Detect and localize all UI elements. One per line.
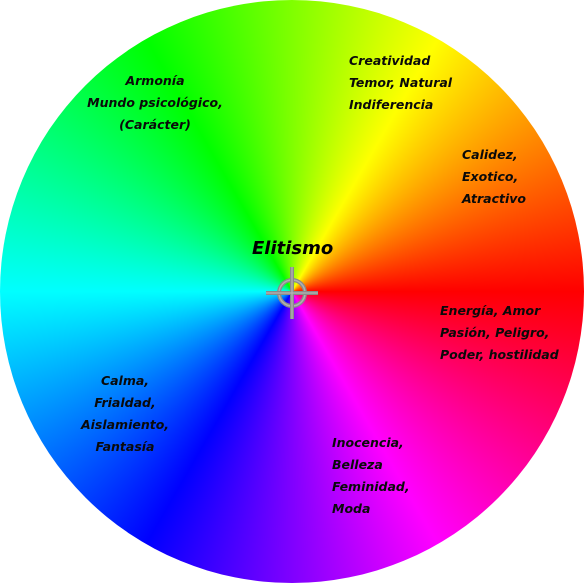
segment-line: Fantasía (95, 439, 155, 454)
segment-line: Pasión, Peligro, (440, 325, 550, 340)
segment-line: Poder, hostilidad (440, 347, 559, 362)
segment-label-orange: Calidez, Exotico, Atractivo (462, 144, 526, 210)
segment-line: Moda (332, 501, 371, 516)
segment-line: Calidez, (462, 147, 518, 162)
segment-label-yellow-green: Creatividad Temor, Natural Indiferencia (349, 50, 452, 116)
segment-line: Exotico, (462, 169, 519, 184)
segment-line: Armonía (125, 73, 185, 88)
segment-line: (Carácter) (119, 117, 191, 132)
segment-line: Creatividad (349, 53, 431, 68)
segment-line: Energía, Amor (440, 303, 541, 318)
segment-label-red: Energía, Amor Pasión, Peligro, Poder, ho… (440, 300, 559, 366)
center-title: Elitismo (252, 238, 334, 259)
segment-label-blue: Calma, Frialdad, Aislamiento, Fantasía (60, 370, 190, 458)
segment-line: Frialdad, (94, 395, 156, 410)
segment-line: Calma, (100, 373, 150, 388)
crosshair-icon (266, 267, 318, 319)
segment-line: Temor, Natural (349, 75, 453, 90)
segment-line: Belleza (332, 457, 383, 472)
segment-line: Inocencia, (332, 435, 404, 450)
segment-label-magenta: Inocencia, Belleza Feminidad, Moda (332, 432, 410, 520)
segment-line: Aislamiento, (80, 417, 170, 432)
segment-line: Atractivo (462, 191, 526, 206)
segment-line: Indiferencia (349, 97, 434, 112)
segment-line: Mundo psicológico, (87, 95, 223, 110)
segment-label-green: Armonía Mundo psicológico, (Carácter) (60, 70, 250, 136)
segment-line: Feminidad, (332, 479, 410, 494)
